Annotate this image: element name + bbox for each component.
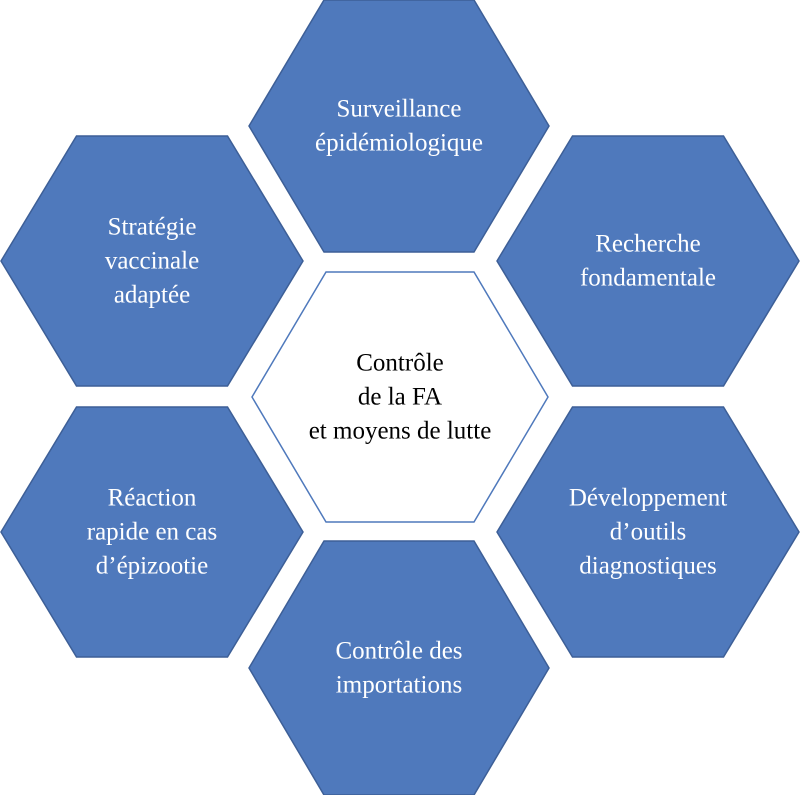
hexagon-reaction-label-line: d’épizootie [96, 553, 208, 580]
hexagon-strategie-label-line: vaccinale [105, 248, 199, 275]
hexagon-strategie-label-line: adaptée [114, 282, 190, 309]
hexagon-reaction-label-line: rapide en cas [87, 519, 217, 546]
hexagon-center-label-line: de la FA [358, 384, 442, 411]
hexagon-reaction: Réaction rapide en cas d’épizootie [0, 406, 304, 658]
hexagon-strategie-label-line: Stratégie [108, 214, 197, 241]
hexagon-surveillance-label-line: Surveillance [337, 96, 462, 123]
hexagon-recherche-label-line: Recherche [595, 231, 700, 258]
hexagon-reaction-shape [0, 406, 304, 658]
hexagon-developpement-shape [496, 406, 800, 658]
hexagon-developpement: Développement d’outils diagnostiques [496, 406, 800, 658]
hexagon-recherche: Recherche fondamentale [496, 135, 800, 387]
hexagon-importations: Contrôle des importations [248, 540, 550, 795]
hexagon-surveillance-shape [248, 0, 550, 253]
hexagon-center-label-line: Contrôle [356, 350, 444, 377]
hexagon-strategie-shape [0, 135, 304, 387]
hexagon-center-label-line: et moyens de lutte [309, 418, 492, 445]
hexagon-surveillance-label-line: épidémiologique [315, 130, 483, 157]
hexagon-recherche-shape [496, 135, 800, 387]
hexagon-importations-label-line: importations [336, 672, 462, 699]
hexagon-center: Contrôle de la FA et moyens de lutte [251, 271, 549, 523]
hexagon-importations-shape [248, 540, 550, 795]
hexagon-center-shape [251, 271, 549, 523]
hexagon-recherche-label-line: fondamentale [580, 265, 716, 292]
hexagon-strategie: Stratégie vaccinale adaptée [0, 135, 304, 387]
hexagon-surveillance: Surveillance épidémiologique [248, 0, 550, 253]
hexagon-importations-label-line: Contrôle des [335, 638, 462, 665]
hexagon-developpement-label-line: diagnostiques [579, 553, 717, 580]
hexagon-developpement-label-line: Développement [569, 485, 727, 512]
hexagon-developpement-label-line: d’outils [610, 519, 686, 546]
hexagon-reaction-label-line: Réaction [108, 485, 197, 512]
